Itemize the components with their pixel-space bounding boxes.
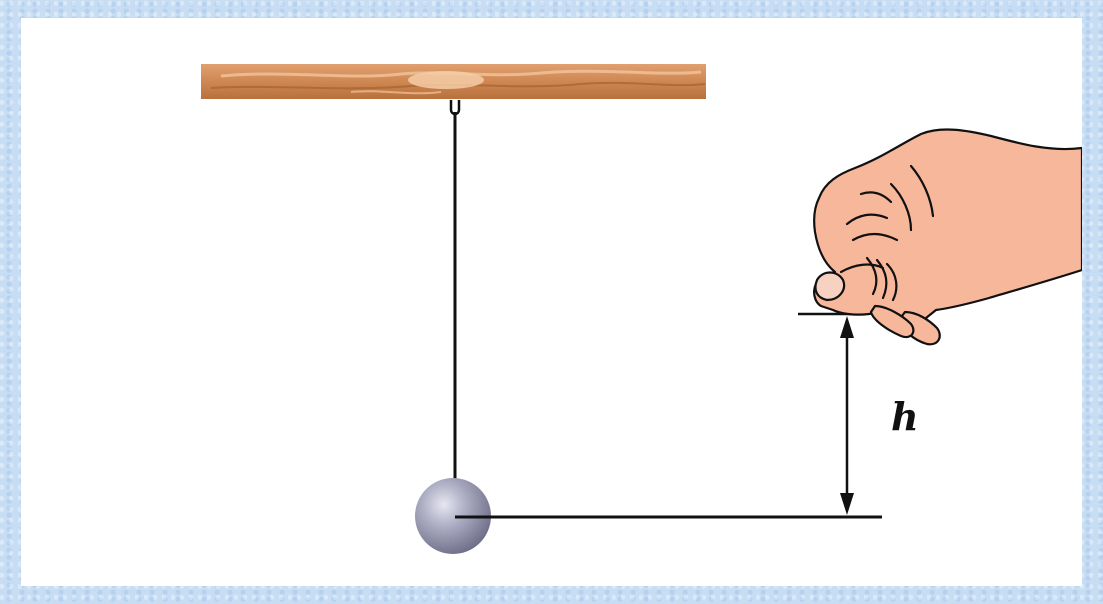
wooden-board — [201, 64, 706, 99]
height-dimension-arrow — [840, 316, 854, 515]
pendulum-diagram — [201, 64, 1082, 554]
diagram-panel: h — [21, 18, 1082, 586]
pendulum-ball — [415, 478, 491, 554]
hook — [449, 100, 461, 116]
height-label: h — [891, 394, 919, 439]
hand-holding-icon — [813, 128, 1082, 346]
